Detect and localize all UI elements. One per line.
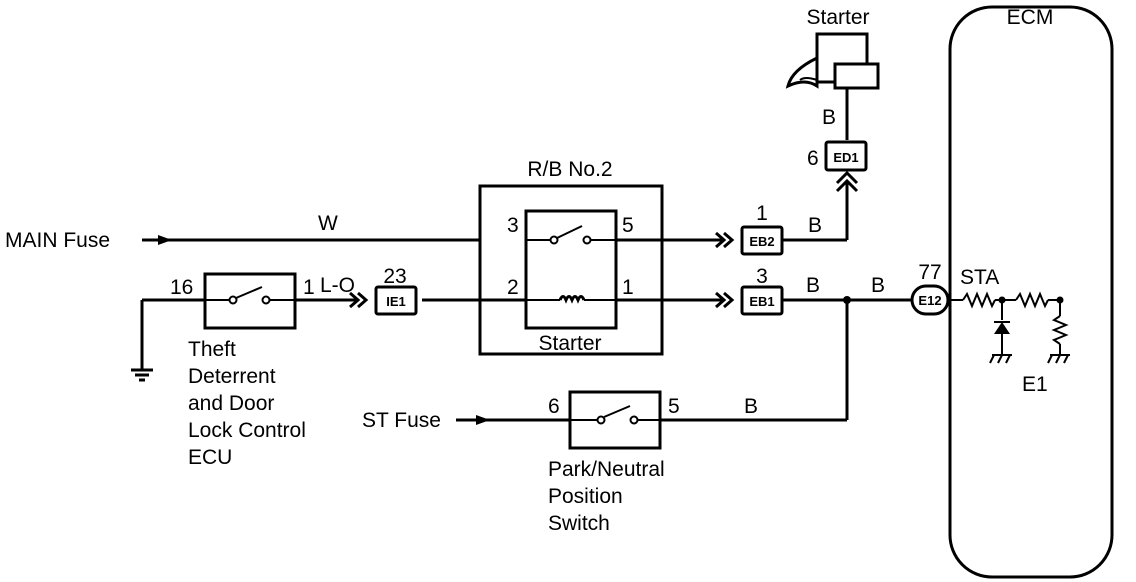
relay-label: Starter bbox=[538, 332, 601, 355]
relay-coil-icon bbox=[526, 295, 616, 304]
connector-eb2-label: EB2 bbox=[749, 234, 774, 249]
st-fuse-label: ST Fuse bbox=[362, 409, 441, 432]
pnp-label-2: Position bbox=[548, 485, 623, 508]
relay-contact-icon bbox=[526, 225, 616, 245]
rb-title: R/B No.2 bbox=[527, 158, 612, 181]
arrow-st-fuse bbox=[476, 415, 490, 425]
main-fuse-label: MAIN Fuse bbox=[5, 229, 110, 252]
wire-label-b-pnp: B bbox=[744, 395, 758, 418]
ecu-switch-icon bbox=[205, 286, 295, 305]
connector-ed1 bbox=[824, 140, 868, 172]
pnp-label-3: Switch bbox=[548, 512, 610, 535]
e1-label: E1 bbox=[1022, 373, 1048, 396]
pin-ie1: 23 bbox=[383, 265, 406, 288]
ground-icon bbox=[131, 368, 153, 382]
wire-label-b-eb1: B bbox=[806, 274, 820, 297]
chevron-ie1-b bbox=[357, 291, 369, 309]
sta-label: STA bbox=[960, 266, 999, 289]
pin-rb-5: 5 bbox=[622, 214, 634, 237]
pin-eb1: 3 bbox=[756, 265, 768, 288]
pin-e12: 77 bbox=[918, 261, 941, 284]
pin-rb-3: 3 bbox=[507, 214, 519, 237]
pin-ecu-1: 1 bbox=[303, 276, 315, 299]
pin-ecu-16: 16 bbox=[170, 276, 193, 299]
chevron-eb1-a bbox=[715, 291, 727, 309]
ecm-internal-circuit bbox=[948, 291, 1070, 364]
pin-rb-2: 2 bbox=[507, 276, 519, 299]
chevron-ed1-a bbox=[835, 170, 859, 185]
ecm-label: ECM bbox=[1007, 6, 1054, 29]
starter-relay-box bbox=[524, 209, 618, 330]
ecu-label-1: Theft bbox=[188, 338, 236, 361]
connector-eb1-label: EB1 bbox=[749, 294, 774, 309]
ecu-label-2: Deterrent bbox=[188, 365, 276, 388]
starter-label: Starter bbox=[806, 6, 869, 29]
wire-label-b-eb2: B bbox=[808, 214, 822, 237]
pin-rb-1: 1 bbox=[622, 276, 634, 299]
wire-label-w: W bbox=[318, 212, 338, 235]
starter-motor-icon bbox=[785, 32, 880, 90]
chevron-ie1-a bbox=[349, 291, 361, 309]
pin-pnp-5: 5 bbox=[668, 395, 680, 418]
wire-label-b-starter: B bbox=[822, 106, 836, 129]
chevron-eb1-b bbox=[723, 291, 735, 309]
wire-label-lo: L-O bbox=[320, 274, 355, 297]
pin-ed1: 6 bbox=[807, 147, 819, 170]
connector-ie1 bbox=[374, 285, 418, 316]
ecu-label-3: and Door bbox=[188, 392, 274, 415]
pin-eb2: 1 bbox=[756, 202, 768, 225]
connector-ie1-label: IE1 bbox=[386, 294, 406, 309]
chevron-eb2-b bbox=[723, 231, 735, 249]
pnp-switch-icon bbox=[570, 405, 660, 425]
pin-pnp-6: 6 bbox=[548, 395, 560, 418]
chevron-eb2-a bbox=[715, 231, 727, 249]
ecu-label-5: ECU bbox=[188, 446, 232, 469]
connector-e12-label: E12 bbox=[918, 293, 941, 308]
ecu-label-4: Lock Control bbox=[188, 419, 306, 442]
ecm-box bbox=[948, 5, 1114, 579]
pnp-label-1: Park/Neutral bbox=[548, 458, 665, 481]
connector-ed1-label: ED1 bbox=[833, 150, 858, 165]
wire-label-b-to-ecm: B bbox=[871, 274, 885, 297]
arrow-main-fuse bbox=[158, 235, 172, 245]
